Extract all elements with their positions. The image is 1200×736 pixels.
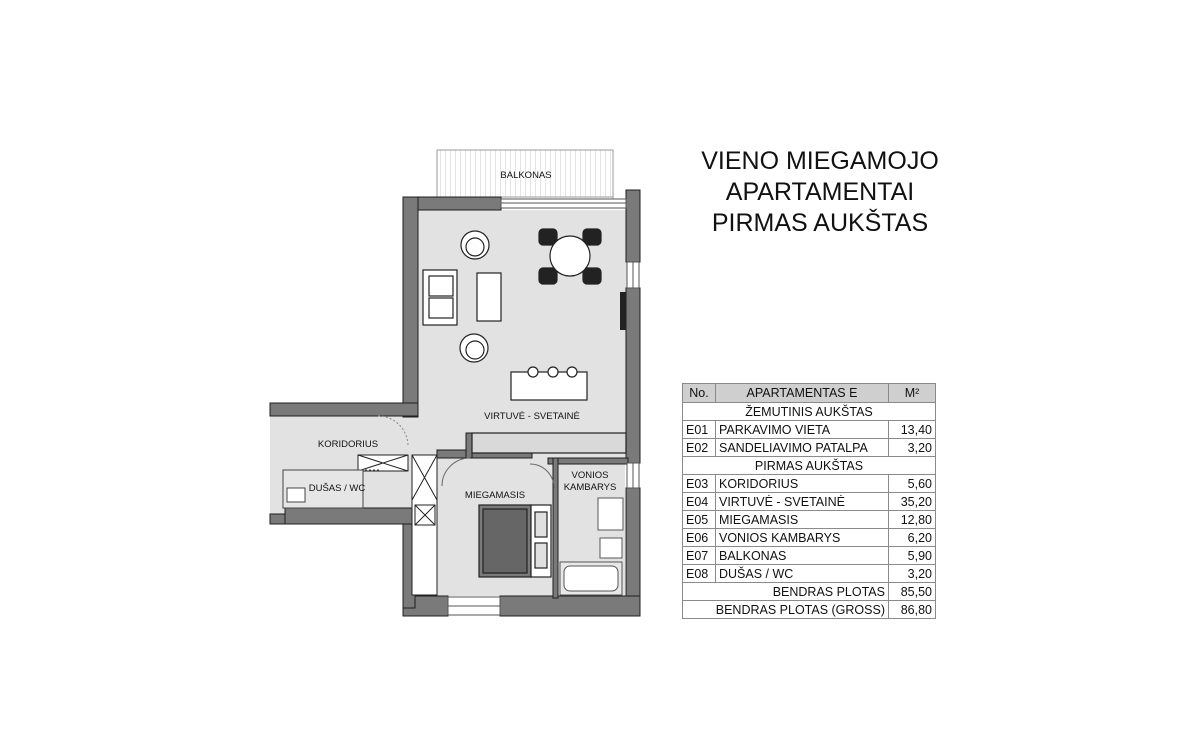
corridor-south-wall-left xyxy=(269,513,286,525)
windows xyxy=(447,198,640,616)
row-name: MIEGAMASIS xyxy=(715,510,889,529)
label-koridorius: KORIDORIUS xyxy=(318,439,378,450)
table-row: E05 MIEGAMASIS 12,80 xyxy=(682,510,936,529)
row-no: E07 xyxy=(682,546,716,565)
corridor-south-wall xyxy=(284,507,416,525)
kitchen-island xyxy=(510,366,588,401)
armchair-bottom xyxy=(459,333,489,363)
table-row: E04 VIRTUVĖ - SVETAINĖ 35,20 xyxy=(682,492,936,511)
row-name: VIRTUVĖ - SVETAINĖ xyxy=(715,492,889,511)
row-no: E06 xyxy=(682,528,716,547)
row-area: 12,80 xyxy=(888,510,936,529)
armchair-top xyxy=(460,230,490,260)
door-swing-entry xyxy=(377,415,409,447)
total-area: 85,50 xyxy=(888,582,936,601)
header-no: No. xyxy=(682,383,716,403)
label-virtuve: VIRTUVĖ - SVETAINĖ xyxy=(484,411,580,422)
total-gross-label: BENDRAS PLOTAS (GROSS) xyxy=(682,600,889,619)
row-area: 6,20 xyxy=(888,528,936,547)
west-wall-upper xyxy=(402,196,419,418)
label-vonios: VONIOS xyxy=(572,470,609,481)
row-no: E04 xyxy=(682,492,716,511)
row-name: DUŠAS / WC xyxy=(715,564,889,583)
east-wall-middle xyxy=(625,287,641,464)
section-row-first-floor: PIRMAS AUKŠTAS xyxy=(682,456,936,475)
south-wall-right xyxy=(499,595,641,617)
table-row: E02 SANDELIAVIMO PATALPA 3,20 xyxy=(682,438,936,457)
table-row: E01 PARKAVIMO VIETA 13,40 xyxy=(682,420,936,439)
total-row: BENDRAS PLOTAS 85,50 xyxy=(682,582,936,601)
walls xyxy=(269,189,641,617)
shower-wc xyxy=(282,469,380,509)
row-no: E05 xyxy=(682,510,716,529)
radiator xyxy=(620,292,626,330)
east-wall-upper xyxy=(625,189,641,263)
row-area: 35,20 xyxy=(888,492,936,511)
row-name: BALKONAS xyxy=(715,546,889,565)
door-swing-bedroom xyxy=(441,457,471,487)
sofa xyxy=(422,269,458,326)
bath-partition-top xyxy=(547,457,629,465)
corridor-north-wall xyxy=(269,402,419,417)
living-furniture xyxy=(422,228,627,454)
total-gross-row: BENDRAS PLOTAS (GROSS) 86,80 xyxy=(682,600,936,619)
corridor-furniture xyxy=(357,415,438,596)
row-area: 3,20 xyxy=(888,564,936,583)
title-line-2: APARTAMENTAI xyxy=(725,178,915,206)
table-row: E08 DUŠAS / WC 3,20 xyxy=(682,564,936,583)
header-name: APARTAMENTAS E xyxy=(715,383,889,403)
row-no: E02 xyxy=(682,438,716,457)
bedroom-furniture xyxy=(441,457,552,578)
label-kambarys: KAMBARYS xyxy=(564,482,617,493)
label-dusas: DUŠAS / WC xyxy=(309,483,366,494)
table-header-row: No. APARTAMENTAS E M² xyxy=(682,383,936,403)
bath-partition-vertical xyxy=(552,457,559,599)
plan-title: VIENO MIEGAMOJO APARTAMENTAI PIRMAS AUKŠ… xyxy=(640,146,1000,239)
header-area: M² xyxy=(888,383,936,403)
title-line-3: PIRMAS AUKŠTAS xyxy=(711,209,929,237)
sink xyxy=(597,497,624,531)
total-gross-area: 86,80 xyxy=(888,600,936,619)
row-name: PARKAVIMO VIETA xyxy=(715,420,889,439)
kitchen-counter xyxy=(471,432,627,454)
row-area: 5,90 xyxy=(888,546,936,565)
table-row: E06 VONIOS KAMBARYS 6,20 xyxy=(682,528,936,547)
row-no: E01 xyxy=(682,420,716,439)
title-line-1: VIENO MIEGAMOJO xyxy=(701,147,939,175)
table-row: E07 BALKONAS 5,90 xyxy=(682,546,936,565)
area-table: No. APARTAMENTAS E M² ŽEMUTINIS AUKŠTAS … xyxy=(682,383,936,619)
row-name: KORIDORIUS xyxy=(715,474,889,493)
label-miegamasis: MIEGAMASIS xyxy=(465,490,525,501)
total-label: BENDRAS PLOTAS xyxy=(682,582,889,601)
section-label: PIRMAS AUKŠTAS xyxy=(682,456,936,475)
row-area: 5,60 xyxy=(888,474,936,493)
label-balkonas: BALKONAS xyxy=(500,170,551,181)
room-labels: BALKONAS VIRTUVĖ - SVETAINĖ KORIDORIUS D… xyxy=(309,170,617,501)
living-room-floor xyxy=(418,210,628,462)
row-area: 3,20 xyxy=(888,438,936,457)
toilet-bath xyxy=(599,537,623,559)
row-name: VONIOS KAMBARYS xyxy=(715,528,889,547)
row-no: E03 xyxy=(682,474,716,493)
row-name: SANDELIAVIMO PATALPA xyxy=(715,438,889,457)
bathroom-furniture xyxy=(529,463,624,596)
coffee-table xyxy=(476,272,502,322)
section-label: ŽEMUTINIS AUKŠTAS xyxy=(682,402,936,421)
kitchen-wall xyxy=(465,432,473,459)
door-swing-bath xyxy=(529,463,555,489)
table-row: E03 KORIDORIUS 5,60 xyxy=(682,474,936,493)
toilet xyxy=(286,487,306,503)
section-row-lower-floor: ŽEMUTINIS AUKŠTAS xyxy=(682,402,936,421)
row-area: 13,40 xyxy=(888,420,936,439)
dining-set xyxy=(538,228,602,285)
row-no: E08 xyxy=(682,564,716,583)
